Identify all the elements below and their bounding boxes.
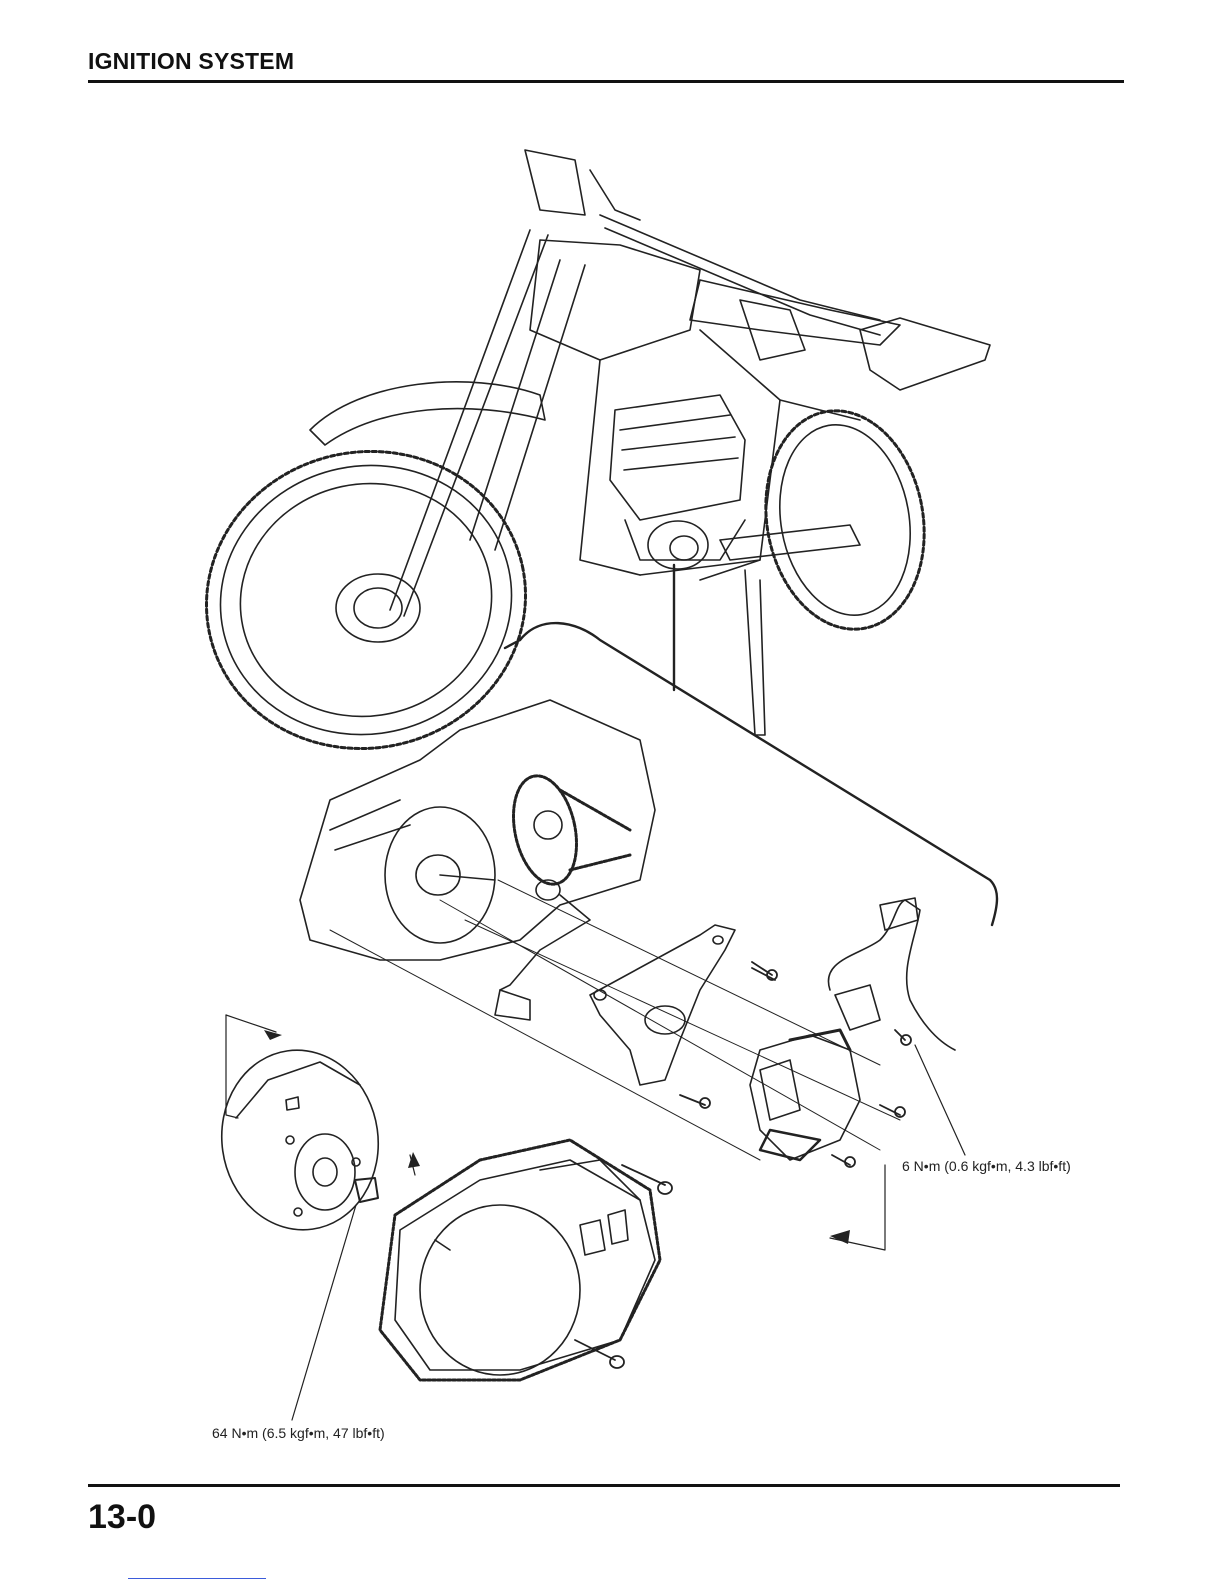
stator-wire-harness [828,900,955,1050]
page-number: 13-0 [88,1498,156,1537]
leader-lines [226,1015,965,1420]
rear-fender [860,318,990,390]
cam-chain [504,770,630,890]
front-wheel [179,422,554,778]
footer-rule [88,1484,1120,1487]
assembly-lines [330,880,900,1160]
stator-bolt-torque-label: 6 N•m (0.6 kgf•m, 4.3 lbf•ft) [902,1158,1071,1174]
front-fender [310,382,545,445]
callout-lines [505,565,997,925]
motorcycle-drawing [179,150,990,778]
bolts [575,962,911,1368]
arrow-heads[interactable] [264,1030,850,1244]
stator-base-plate [590,925,735,1085]
flywheel [210,1040,390,1240]
seat [690,280,900,345]
kickstand [745,570,765,735]
pulse-generator [835,985,880,1030]
shift-pedal [495,990,530,1020]
engine [610,395,745,569]
gasket [380,1140,660,1380]
wire-connector [880,898,918,930]
front-fork [390,230,585,616]
footer-link-underline[interactable] [128,1578,266,1579]
flywheel-nut-torque-label: 64 N•m (6.5 kgf•m, 47 lbf•ft) [212,1425,385,1441]
swingarm [720,525,860,560]
frame [580,330,860,580]
rear-wheel [749,398,941,642]
handlebar [525,150,880,360]
